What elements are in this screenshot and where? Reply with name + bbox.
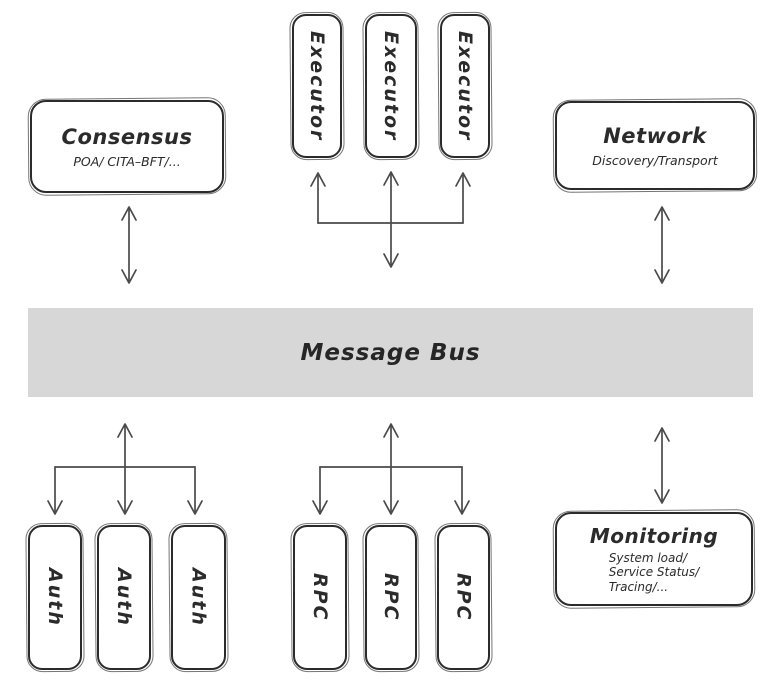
auth-label: Auth [44, 568, 66, 627]
executor-label: Executor [306, 30, 328, 142]
monitoring-details: System load/ Service Status/ Tracing/... [609, 551, 699, 595]
arrow-bus-rpc [312, 423, 470, 515]
monitoring-line-2: Service Status/ [608, 565, 700, 580]
arrow-consensus-bus [121, 206, 137, 284]
message-bus-label: Message Bus [300, 339, 481, 366]
arrow-executors-bus [310, 171, 471, 268]
rpc-node-3: RPC [437, 525, 490, 670]
auth-node-1: Auth [28, 525, 82, 670]
rpc-node-1: RPC [293, 525, 347, 670]
executor-label: Executor [454, 30, 476, 142]
auth-node-3: Auth [171, 525, 226, 670]
network-title: Network [603, 124, 707, 149]
consensus-node: Consensus POA/ CITA–BFT/... [30, 100, 224, 193]
message-bus: Message Bus [28, 308, 753, 397]
arrow-bus-auth [47, 423, 203, 515]
executor-node-1: Executor [292, 14, 342, 158]
executor-node-2: Executor [365, 14, 417, 158]
monitoring-line-1: System load/ [608, 550, 688, 565]
rpc-label: RPC [309, 573, 331, 622]
rpc-label: RPC [380, 573, 402, 622]
executor-node-3: Executor [440, 14, 490, 158]
consensus-title: Consensus [61, 125, 193, 150]
rpc-node-2: RPC [365, 525, 417, 670]
rpc-label: RPC [452, 573, 475, 622]
auth-label: Auth [113, 568, 135, 627]
auth-label: Auth [187, 568, 210, 627]
auth-node-2: Auth [97, 525, 151, 670]
monitoring-line-3: Tracing/... [608, 579, 669, 594]
network-node: Network Discovery/Transport [555, 101, 755, 190]
arrow-bus-monitoring [654, 427, 670, 504]
monitoring-title: Monitoring [589, 523, 719, 548]
monitoring-node: Monitoring System load/ Service Status/ … [555, 512, 753, 606]
consensus-subtitle: POA/ CITA–BFT/... [73, 153, 181, 169]
network-subtitle: Discovery/Transport [592, 152, 718, 168]
arrow-network-bus [654, 206, 670, 284]
executor-label: Executor [380, 30, 402, 142]
